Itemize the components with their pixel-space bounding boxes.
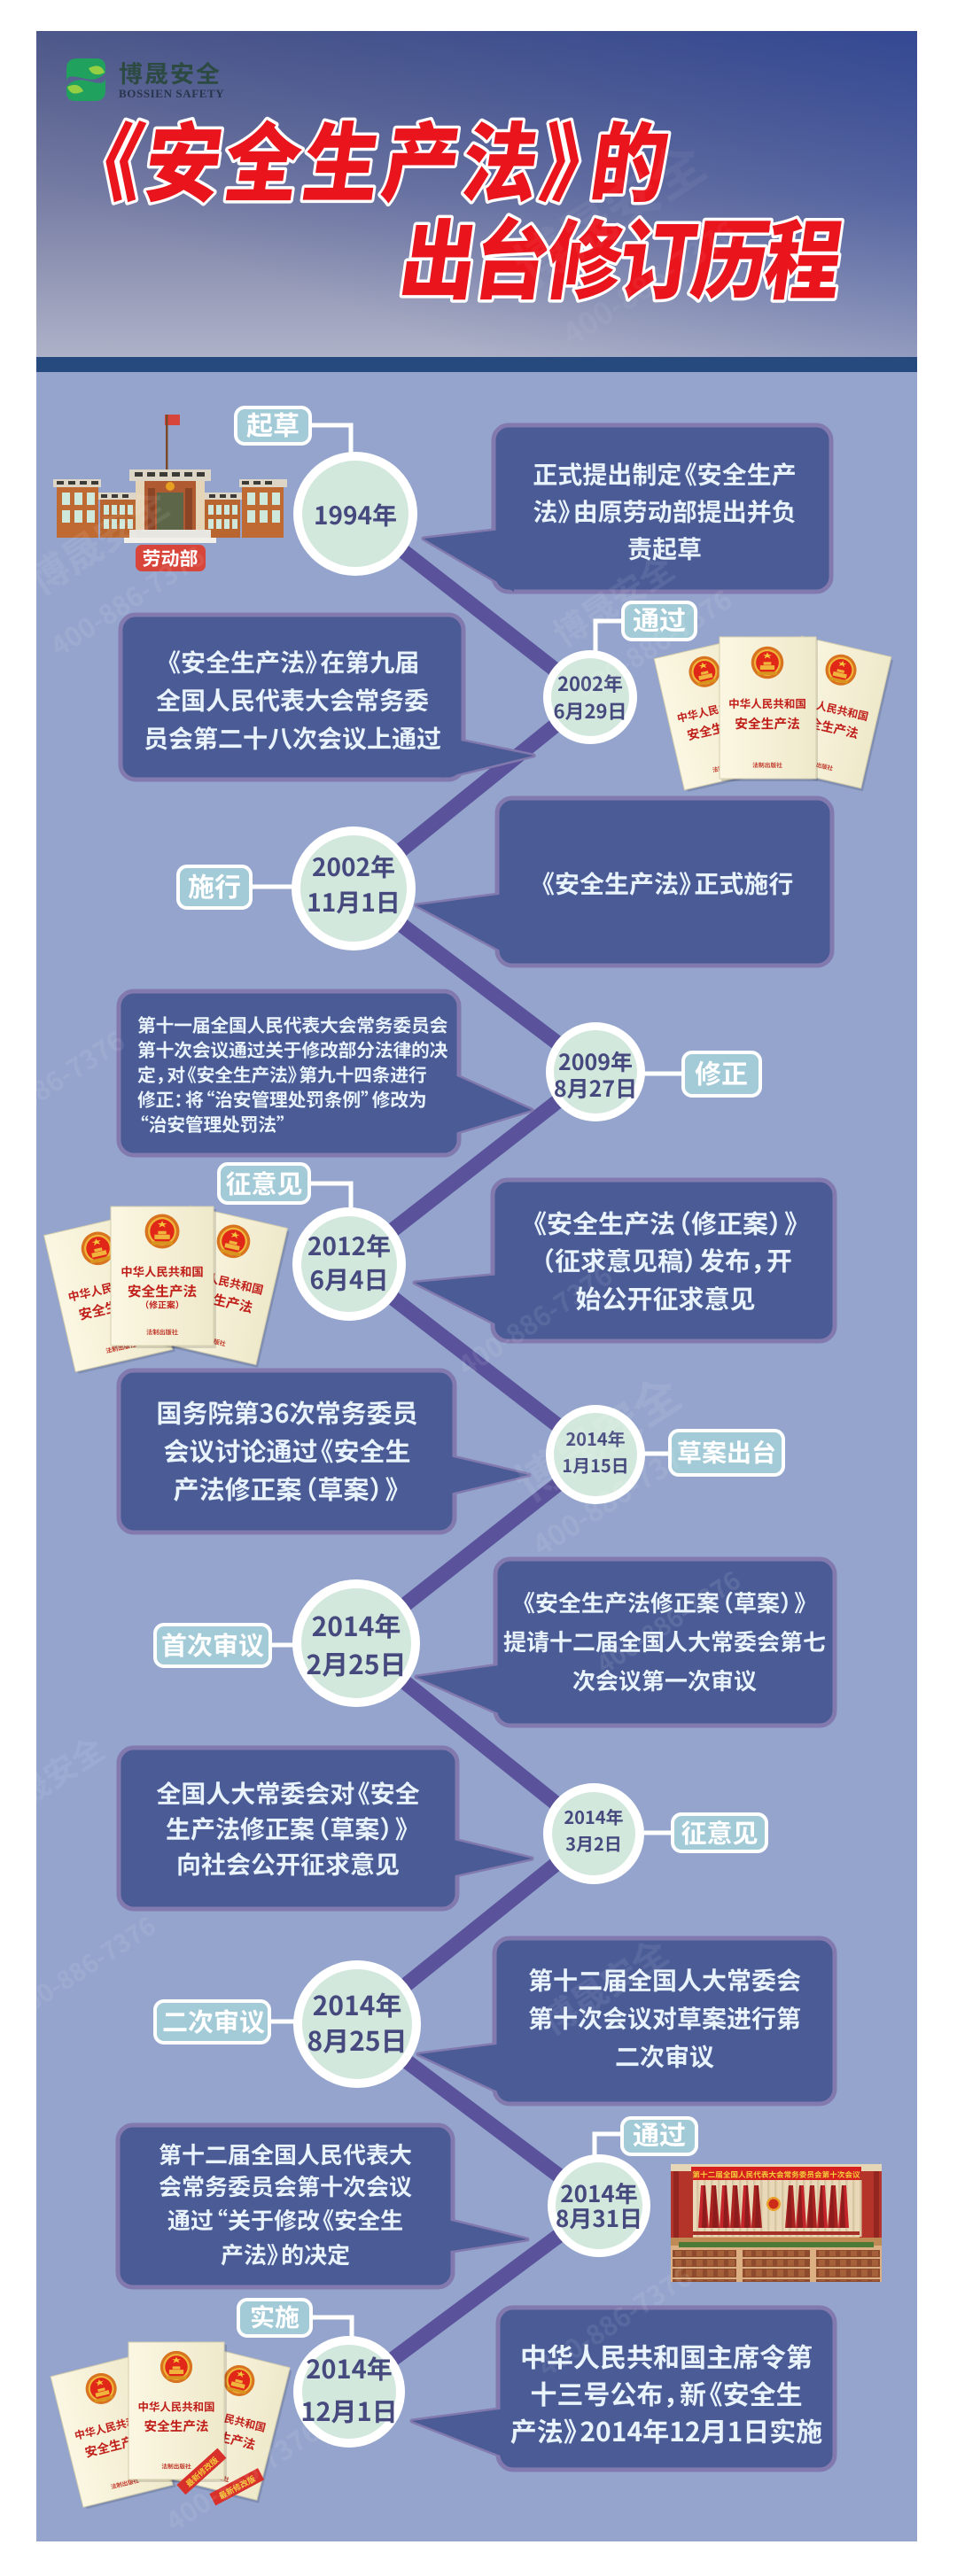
svg-text:BOSSIEN SAFETY: BOSSIEN SAFETY (119, 87, 224, 100)
